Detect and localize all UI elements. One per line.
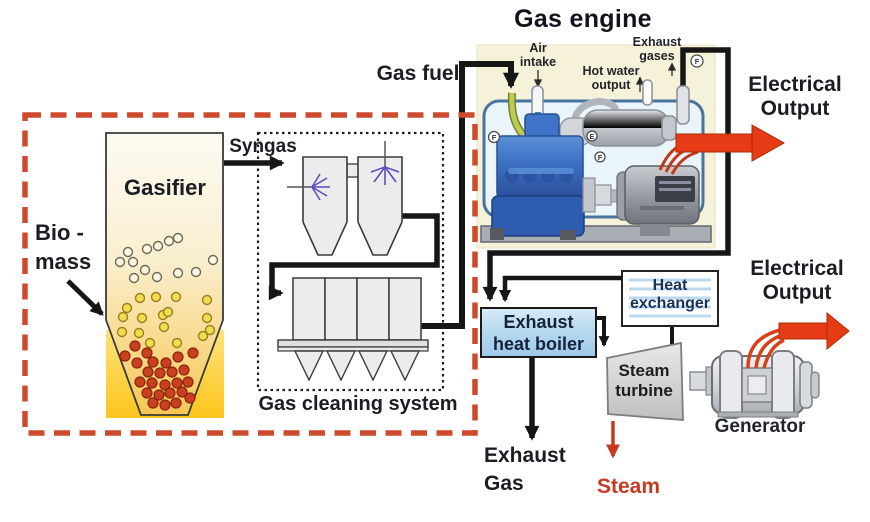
biomass-line1: Bio - bbox=[35, 220, 84, 245]
gauge-e: E bbox=[589, 132, 594, 141]
engine-internals: F E F F bbox=[487, 54, 704, 240]
electrical-output-bottom-label: Electrical Output bbox=[740, 257, 854, 305]
hot-water-output-label: Hot water output bbox=[574, 64, 648, 92]
biomass-particles-yellow bbox=[116, 291, 216, 349]
exhaust-gases-label: Exhaust gases bbox=[626, 35, 688, 63]
exhaust-gases-line2: gases bbox=[639, 49, 675, 63]
fuel-pipe bbox=[509, 92, 525, 137]
gauge-f2: F bbox=[598, 153, 603, 162]
hx-line2: exchanger bbox=[629, 295, 711, 313]
gauge-f1: F bbox=[492, 133, 497, 142]
heat-exchanger-to-boiler-line bbox=[498, 275, 622, 303]
hot-water-line1: Hot water bbox=[582, 64, 640, 78]
air-intake-label: Air intake bbox=[506, 41, 570, 69]
gas-cleaning-equipment bbox=[277, 141, 429, 382]
steam-turbine-label: Steam turbine bbox=[602, 361, 686, 400]
spray-scrubber-1 bbox=[302, 156, 348, 256]
exhaust-tube bbox=[676, 85, 690, 125]
biomass-particles-hot bbox=[119, 340, 199, 411]
gauge-f3: F bbox=[695, 57, 700, 66]
steam-label: Steam bbox=[597, 475, 661, 498]
engine-block bbox=[490, 113, 585, 240]
electrical-output-arrow-bottom bbox=[778, 311, 850, 351]
gas-cleaning-boundary bbox=[256, 131, 445, 392]
steam-turbine-shape bbox=[606, 341, 684, 421]
electrical-bottom-line2: Output bbox=[762, 281, 832, 305]
electrical-bottom-line1: Electrical bbox=[750, 257, 844, 280]
spray-nozzle-2 bbox=[370, 141, 400, 185]
electrical-output-arrow-top bbox=[675, 124, 786, 162]
bag-filter bbox=[277, 277, 429, 382]
turbine-line2: turbine bbox=[615, 380, 673, 400]
gas-fuel-label: Gas fuel bbox=[376, 62, 460, 85]
electrical-top-line2: Output bbox=[760, 97, 830, 121]
generator-output-cables bbox=[746, 328, 785, 369]
spray-scrubber-2 bbox=[357, 156, 403, 256]
engine-generator bbox=[616, 165, 700, 236]
boiler-line1: Exhaust bbox=[503, 312, 574, 332]
hot-water-line2: output bbox=[591, 78, 631, 92]
generator-illustration bbox=[689, 328, 820, 419]
gas-fuel-line bbox=[420, 61, 520, 329]
boiler-to-turbine-line bbox=[596, 316, 610, 347]
exhaust-gases-line1: Exhaust bbox=[632, 35, 682, 49]
biomass-particles-light bbox=[114, 232, 219, 284]
scrubber-to-bagfilter-line bbox=[269, 213, 440, 290]
gas-engine-title: Gas engine bbox=[514, 5, 652, 33]
spray-nozzle-1 bbox=[287, 173, 330, 201]
syngas-label: Syngas bbox=[229, 136, 297, 157]
boiler-line2: heat boiler bbox=[492, 333, 585, 354]
exhaust-gas-label: Exhaust Gas bbox=[484, 442, 566, 497]
exhaust-gas-line1: Exhaust bbox=[484, 444, 566, 467]
generator-label: Generator bbox=[714, 416, 806, 437]
gasifier-vessel bbox=[105, 132, 224, 418]
heat-exchanger-box bbox=[621, 270, 719, 327]
engine-gauges: F E F F bbox=[487, 54, 704, 163]
gas-cleaning-system-label: Gas cleaning system bbox=[258, 393, 458, 415]
biomass-feed-arrow bbox=[66, 279, 104, 316]
red-dashed-boundary bbox=[22, 112, 478, 436]
exhaust-gas-line2: Gas bbox=[484, 471, 524, 495]
exhaust-heat-boiler-box bbox=[480, 307, 597, 358]
heat-exchanger-label: Heat exchanger bbox=[624, 277, 716, 314]
exhaust-heat-boiler-label: Exhaust heat boiler bbox=[483, 312, 594, 356]
hx-line1: Heat bbox=[652, 277, 688, 294]
electrical-output-top-label: Electrical Output bbox=[738, 73, 852, 121]
hot-water-tube bbox=[642, 79, 653, 106]
biomass-label: Bio - mass bbox=[35, 219, 91, 276]
biomass-line2: mass bbox=[35, 248, 92, 274]
turbine-line1: Steam bbox=[618, 361, 670, 380]
air-intake-line2: intake bbox=[519, 55, 557, 69]
gasifier-label: Gasifier bbox=[124, 175, 206, 200]
air-intake-line1: Air bbox=[529, 41, 547, 55]
electrical-top-line1: Electrical bbox=[748, 73, 842, 96]
